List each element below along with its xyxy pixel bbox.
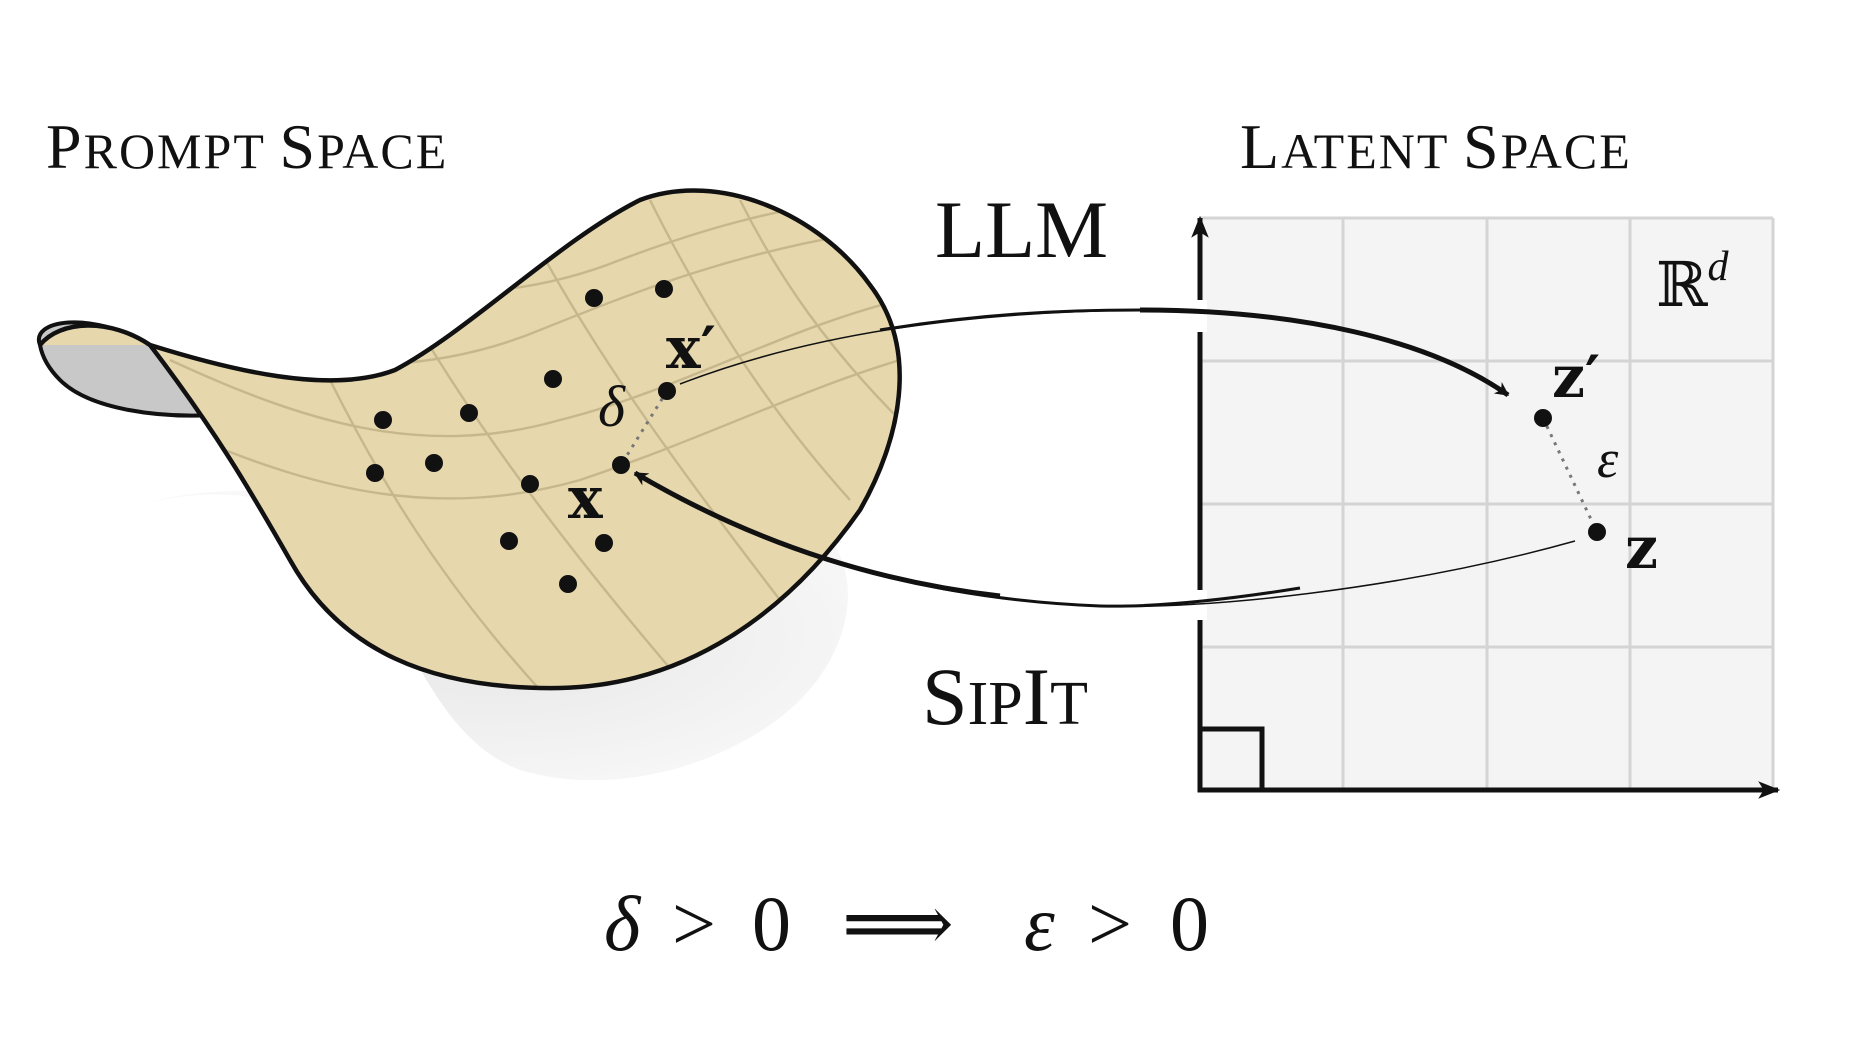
manifold-surface [40,190,900,689]
label-epsilon: ε [1597,429,1619,489]
prompt-point [585,289,603,307]
epsilon-distance-line [1541,417,1599,533]
latent-space-title: LATENT SPACE [1240,111,1632,182]
prompt-point [366,464,384,482]
prompt-point [500,532,518,550]
right-angle-marker [1197,726,1265,793]
formula-implies: ⟹ [842,880,954,967]
label-delta: δ [598,374,626,439]
formula-epsilon: ε [1024,880,1055,967]
prompt-point [544,370,562,388]
prompt-point [374,411,392,429]
label-x-prime: x′ [666,314,716,382]
point-x-prime [658,382,676,400]
prompt-point [460,404,478,422]
formula-zero-left: 0 [752,880,791,967]
formula-gt-left: > [672,880,716,967]
label-z: z [1625,514,1658,582]
formula-zero-right: 0 [1170,880,1209,967]
label-z-prime: z′ [1552,343,1600,411]
prompt-point [521,475,539,493]
label-x: x [568,464,603,532]
point-z [1588,523,1606,541]
manifold-outline [148,188,902,691]
prompt-point [425,454,443,472]
latent-space-label: ℝd [1656,244,1730,320]
sipit-arrow [633,470,1576,608]
prompt-point [655,280,673,298]
delta-distance-line [619,390,669,466]
formula-gt-right: > [1088,880,1132,967]
prompt-point [595,534,613,552]
latent-grid [1200,216,1775,790]
point-z-prime [1534,409,1552,427]
llm-arrow [679,307,1510,398]
prompt-point-cloud [366,280,673,593]
llm-label: LLM [935,184,1108,275]
sipit-label: SIPIT [922,651,1088,742]
prompt-manifold [36,188,902,781]
prompt-point [559,575,577,593]
formula-delta: δ [604,880,642,967]
prompt-space-title: PROMPT SPACE [46,111,448,182]
point-x [612,456,630,474]
implication-formula: δ > 0 ⟹ ε > 0 [604,880,1209,967]
